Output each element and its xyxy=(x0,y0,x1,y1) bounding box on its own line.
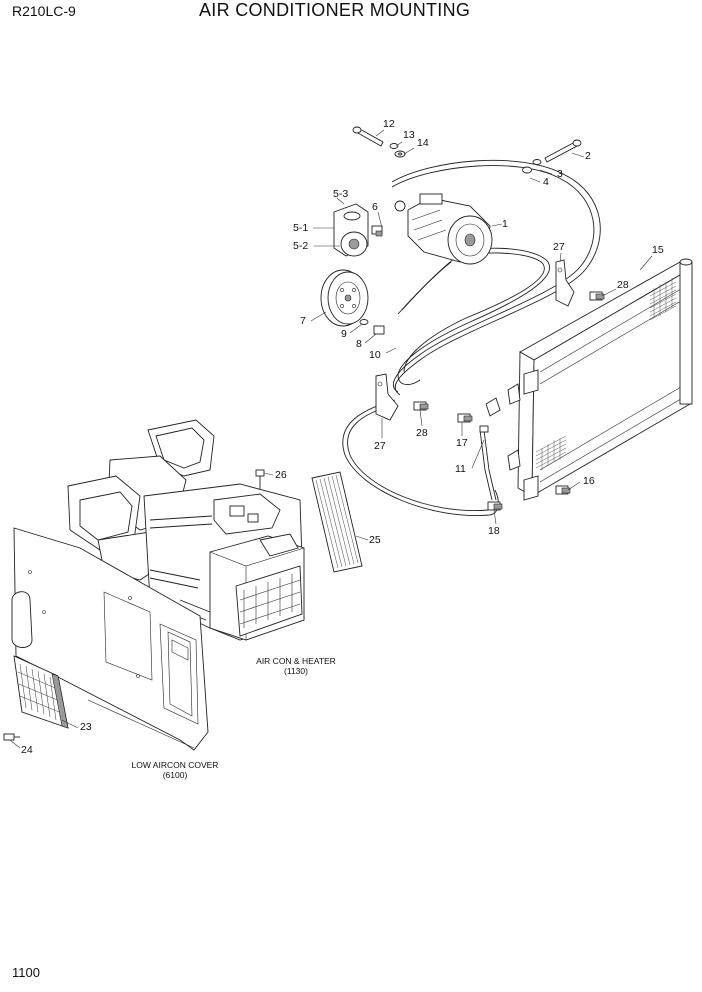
aircon-heater-note-line2: (1130) xyxy=(284,666,308,676)
callout-25: 25 xyxy=(369,534,381,546)
callout-5-2: 5-2 xyxy=(293,240,309,252)
bolt-2 xyxy=(544,139,582,163)
cover-grille xyxy=(13,655,69,729)
compressor xyxy=(394,193,493,265)
callout-4: 4 xyxy=(543,176,549,188)
callout-18: 18 xyxy=(488,525,500,537)
callout-7: 7 xyxy=(300,315,306,327)
page-number: 1100 xyxy=(12,965,40,980)
low-aircon-cover-note-line2: (6100) xyxy=(162,770,188,780)
callout-16: 16 xyxy=(583,475,595,487)
bolt-16 xyxy=(555,485,571,495)
bolt-28-upper xyxy=(589,291,605,301)
aircon-heater-note: AIR CON & HEATER (1130) xyxy=(246,656,346,676)
bolt-28-lower xyxy=(413,401,429,411)
callout-6: 6 xyxy=(372,201,378,213)
bolt-6 xyxy=(371,225,383,237)
aircon-heater-unit xyxy=(67,419,305,641)
tensioner-assembly xyxy=(333,203,369,257)
callout-9: 9 xyxy=(341,328,347,340)
bolt-17 xyxy=(457,413,473,423)
callout-5-3: 5-3 xyxy=(333,188,349,200)
callout-14: 14 xyxy=(417,137,429,149)
callout-24: 24 xyxy=(21,744,33,756)
callout-5-1: 5-1 xyxy=(293,222,309,234)
callout-27-upper: 27 xyxy=(553,241,565,253)
callout-28-upper: 28 xyxy=(617,279,629,291)
washer-3-4 xyxy=(522,159,542,174)
leader-lines xyxy=(9,129,653,749)
callout-10: 10 xyxy=(369,349,381,361)
low-aircon-cover-note-line1: LOW AIRCON COVER xyxy=(131,760,219,770)
callout-28-lower: 28 xyxy=(416,427,428,439)
callout-15: 15 xyxy=(652,244,664,256)
low-aircon-cover-note: LOW AIRCON COVER (6100) xyxy=(120,760,230,780)
model-number: R210LC-9 xyxy=(12,3,76,19)
callout-8: 8 xyxy=(356,338,362,350)
clamp-27-upper xyxy=(555,259,575,307)
bolt-18 xyxy=(487,501,503,511)
callout-13: 13 xyxy=(403,129,415,141)
washer-13-14 xyxy=(389,143,406,158)
clamp-27-lower xyxy=(375,373,399,421)
callout-2: 2 xyxy=(585,150,591,162)
callout-12: 12 xyxy=(383,118,395,130)
fitting-11 xyxy=(479,397,501,433)
callout-11: 11 xyxy=(455,463,466,475)
callout-23: 23 xyxy=(80,721,92,733)
bolt-12 xyxy=(352,126,384,147)
callout-26: 26 xyxy=(275,469,287,481)
bolt-8-9 xyxy=(359,319,385,335)
filter xyxy=(311,471,363,573)
screw-24 xyxy=(3,733,20,741)
aircon-heater-note-line1: AIR CON & HEATER xyxy=(256,656,336,666)
callout-17: 17 xyxy=(456,437,468,449)
callout-3: 3 xyxy=(557,168,563,180)
condenser xyxy=(507,258,693,501)
hose-loop-lower xyxy=(342,399,499,516)
pulley xyxy=(320,269,369,327)
callout-1: 1 xyxy=(502,218,508,230)
aircon-cover-panel xyxy=(11,527,209,751)
hose-loop-upper xyxy=(391,159,601,396)
drive-belt xyxy=(397,247,551,386)
callout-27-lower: 27 xyxy=(374,440,386,452)
page-title: AIR CONDITIONER MOUNTING xyxy=(199,0,471,20)
